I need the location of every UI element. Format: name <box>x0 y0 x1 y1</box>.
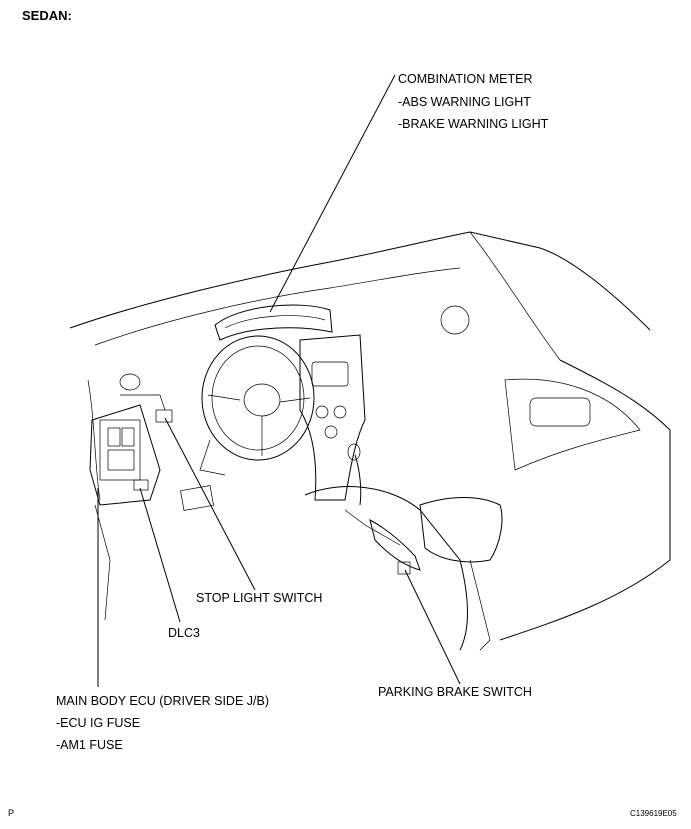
armrest <box>419 497 503 563</box>
parking-brake-lever <box>369 519 421 571</box>
main-body-ecu-label: MAIN BODY ECU (DRIVER SIDE J/B) <box>56 694 269 708</box>
combination-meter-label: COMBINATION METER <box>398 72 533 86</box>
am1-fuse-label: -AM1 FUSE <box>56 738 123 752</box>
abs-warning-light-label: -ABS WARNING LIGHT <box>398 95 531 109</box>
footer-left-mark: P <box>8 808 15 818</box>
stop-light-switch-label: STOP LIGHT SWITCH <box>196 591 323 605</box>
shift-lever <box>354 454 362 506</box>
parking-brake-switch-label: PARKING BRAKE SWITCH <box>378 685 532 699</box>
page-title: SEDAN: <box>22 8 72 23</box>
center-stack <box>299 334 366 501</box>
parking-brake-leader <box>404 569 461 685</box>
ecu-ig-fuse-label: -ECU IG FUSE <box>56 716 141 730</box>
figure-code: C139619E05 <box>630 809 677 818</box>
stop-light-switch-leader <box>164 417 256 591</box>
steering-wheel <box>201 335 315 461</box>
brake-warning-light-label: -BRAKE WARNING LIGHT <box>398 117 549 131</box>
dlc3-label: DLC3 <box>168 626 200 640</box>
dashboard-outline <box>69 231 651 331</box>
combination-meter <box>214 304 333 341</box>
door-panel <box>499 359 671 641</box>
junction-block <box>89 404 161 506</box>
dlc3-leader <box>139 487 181 623</box>
floor-console <box>304 486 468 651</box>
combination-meter-leader <box>269 74 396 313</box>
